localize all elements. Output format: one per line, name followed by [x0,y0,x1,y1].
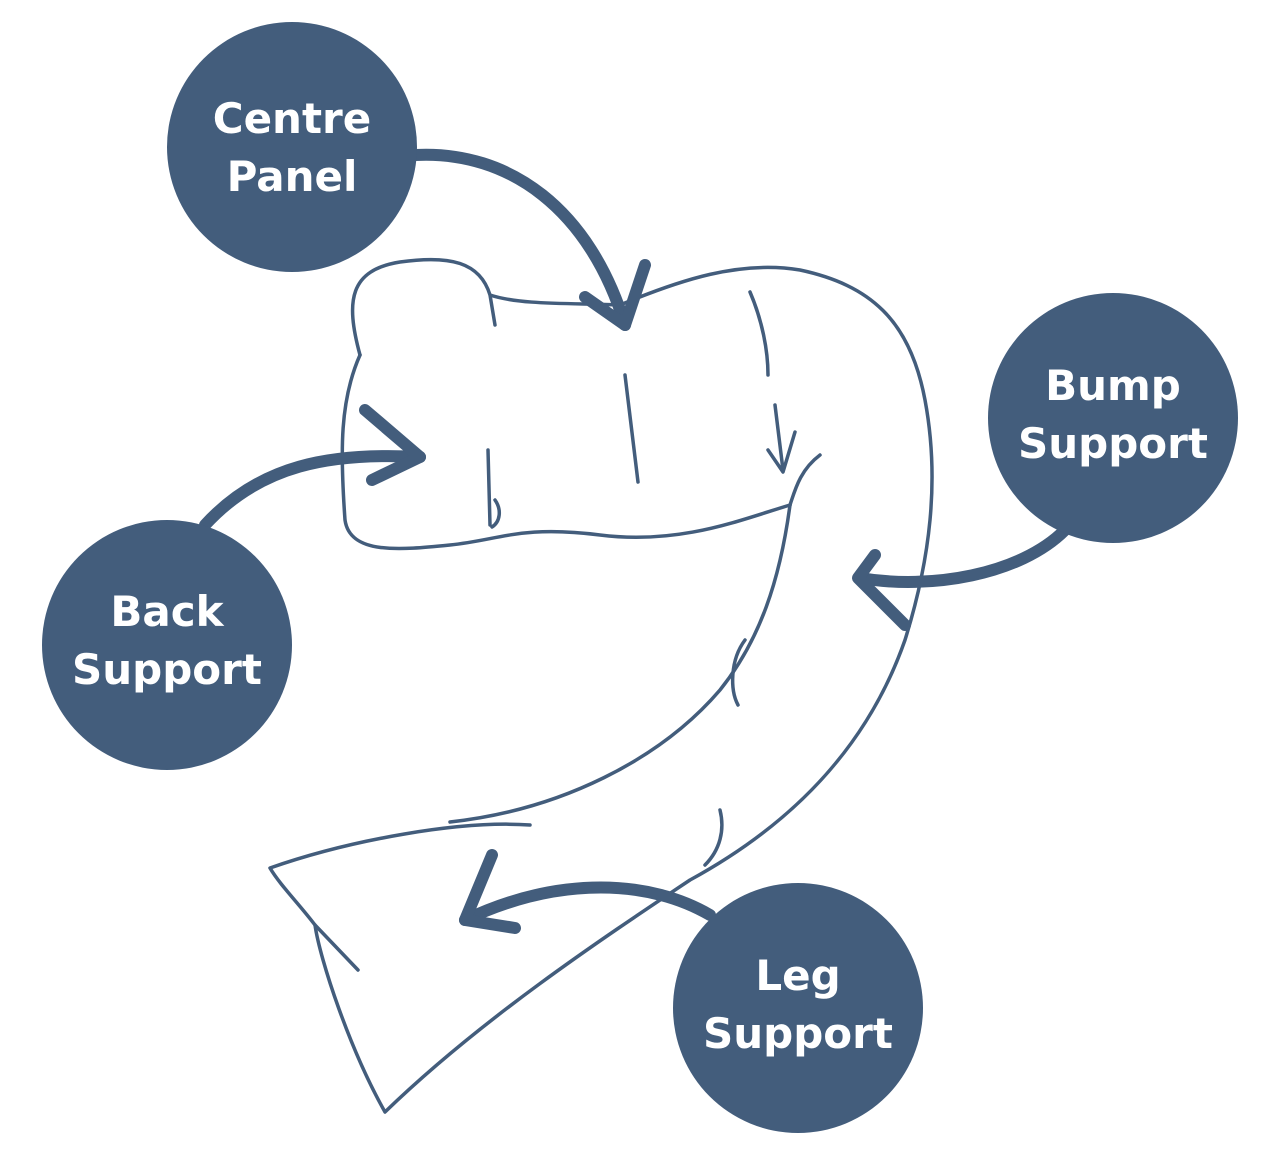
arrows [199,148,1071,934]
label-line: Back [110,587,224,636]
arrow-centre-panel [409,148,631,331]
back-support-circle [42,520,292,770]
label-line: Leg [755,951,841,1000]
arrow-leg-support [459,881,716,926]
leg-support-label: Leg Support [673,947,923,1063]
bump-support-label: Bump Support [988,357,1238,473]
label-line: Support [703,1009,893,1058]
label-circles [42,22,1238,1133]
label-line: Centre [212,94,372,143]
bump-support-circle [988,293,1238,543]
label-line: Panel [226,152,358,201]
arrow-back-support [199,450,426,531]
label-line: Support [1018,419,1208,468]
label-line: Support [72,645,262,694]
centre-panel-circle [167,22,417,272]
centre-panel-label: Centre Panel [167,90,417,206]
back-support-label: Back Support [42,583,292,699]
arrow-bump-support [854,524,1071,588]
label-line: Bump [1045,361,1181,410]
leg-support-circle [673,883,923,1133]
